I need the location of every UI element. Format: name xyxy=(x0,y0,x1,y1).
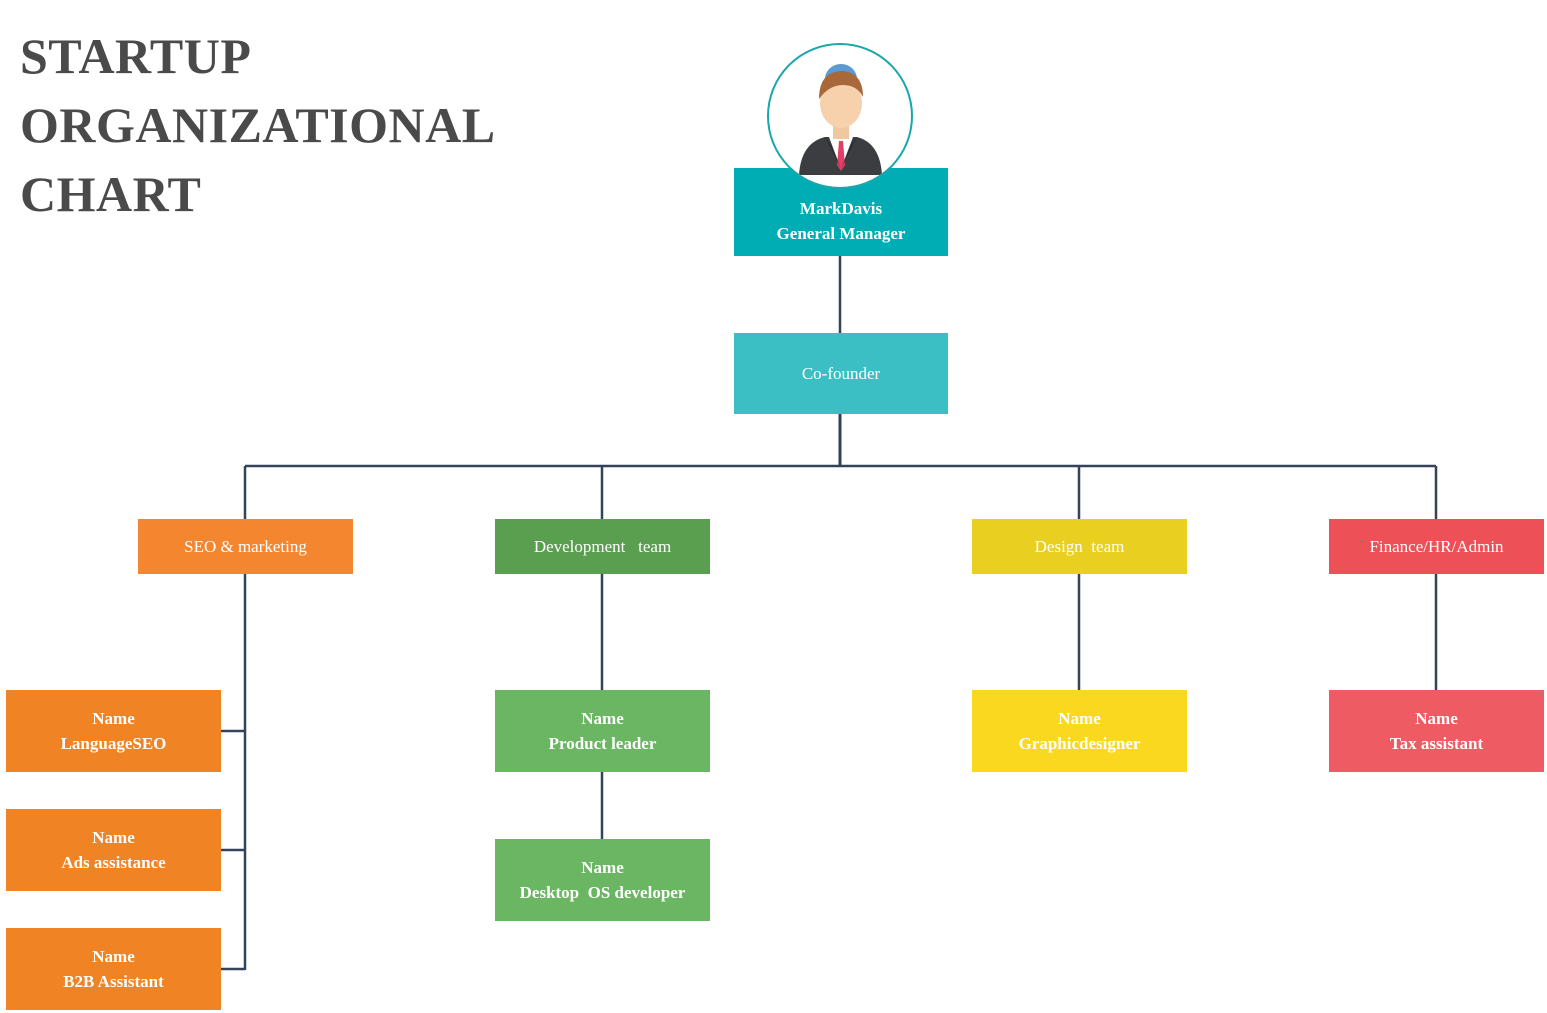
title-line-2: ORGANIZATIONAL xyxy=(20,97,496,153)
node-dev-product-name: Name xyxy=(581,709,624,728)
title-line-3: CHART xyxy=(20,166,202,222)
node-gm-name: MarkDavis xyxy=(799,199,883,218)
node-gm-role: General Manager xyxy=(776,224,906,243)
chart-title: STARTUP ORGANIZATIONAL CHART xyxy=(20,22,496,229)
node-finance-tax-name: Name xyxy=(1415,709,1458,728)
node-seo-b2b-role: B2B Assistant xyxy=(63,972,164,991)
node-seo-lang-role: LanguageSEO xyxy=(60,734,167,753)
node-language-seo[interactable]: Name LanguageSEO xyxy=(6,690,221,772)
node-finance-tax-role: Tax assistant xyxy=(1389,734,1484,753)
node-development-team[interactable]: Development team xyxy=(495,519,710,574)
node-product-leader[interactable]: Name Product leader xyxy=(495,690,710,772)
node-dev-desktop-role: Desktop OS developer xyxy=(519,883,686,902)
node-finance-hr-admin[interactable]: Finance/HR/Admin xyxy=(1329,519,1544,574)
node-tax-assistant[interactable]: Name Tax assistant xyxy=(1329,690,1544,772)
businessman-avatar-icon xyxy=(767,43,913,189)
node-design-label: Design team xyxy=(1034,537,1125,556)
node-b2b-assistant[interactable]: Name B2B Assistant xyxy=(6,928,221,1010)
node-finance-label: Finance/HR/Admin xyxy=(1369,537,1504,556)
title-line-1: STARTUP xyxy=(20,28,252,84)
node-desktop-os-developer[interactable]: Name Desktop OS developer xyxy=(495,839,710,921)
node-design-graphic-role: Graphicdesigner xyxy=(1018,734,1141,753)
node-seo-ads-name: Name xyxy=(92,828,135,847)
node-dev-label: Development team xyxy=(533,537,672,556)
node-seo-marketing[interactable]: SEO & marketing xyxy=(138,519,353,574)
node-seo-label: SEO & marketing xyxy=(184,537,307,556)
node-cofounder[interactable]: Co-founder xyxy=(734,333,948,414)
node-design-graphic-name: Name xyxy=(1058,709,1101,728)
node-seo-b2b-name: Name xyxy=(92,947,135,966)
node-cofounder-label: Co-founder xyxy=(801,364,881,383)
node-ads-assistance[interactable]: Name Ads assistance xyxy=(6,809,221,891)
node-dev-desktop-name: Name xyxy=(581,858,624,877)
node-dev-product-role: Product leader xyxy=(548,734,657,753)
node-seo-lang-name: Name xyxy=(92,709,135,728)
node-design-team[interactable]: Design team xyxy=(972,519,1187,574)
node-seo-ads-role: Ads assistance xyxy=(61,853,166,872)
node-graphic-designer[interactable]: Name Graphicdesigner xyxy=(972,690,1187,772)
